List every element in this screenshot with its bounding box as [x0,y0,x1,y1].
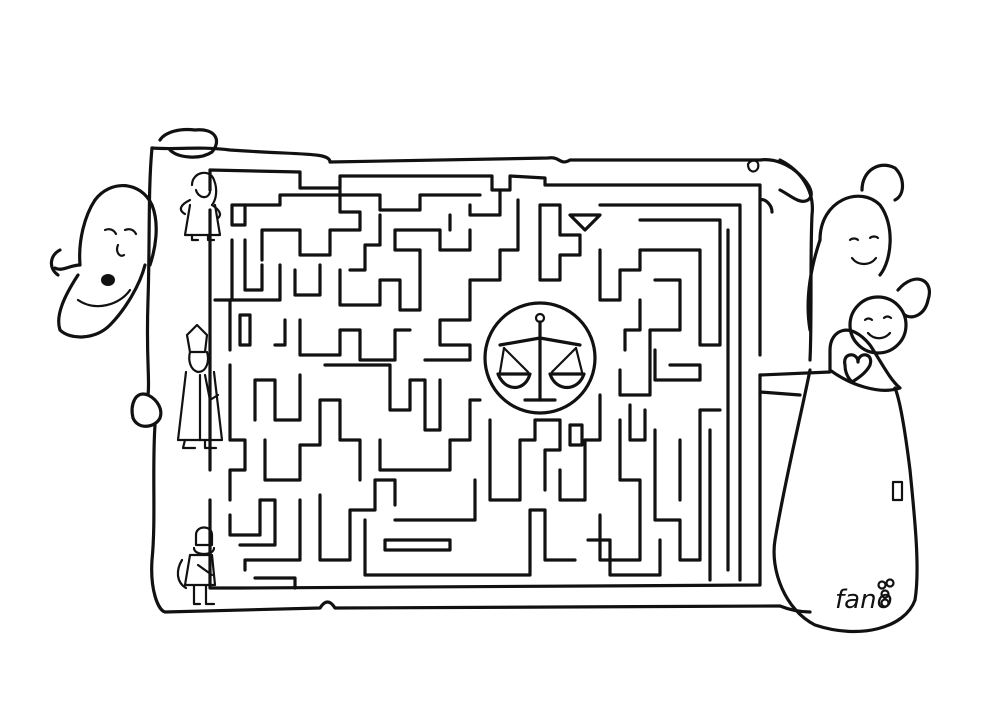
parchment-scroll [130,127,814,614]
maze-outer-wall [208,168,762,590]
soldier-figure [176,526,217,606]
hooded-figure [179,171,222,242]
maze-inner-walls [213,188,742,590]
scales-of-justice-icon [483,301,597,415]
artist-signature: fano [835,578,895,615]
jesus-figure [49,184,158,339]
mary-with-baby [758,163,931,634]
bishop-figure [176,323,224,450]
